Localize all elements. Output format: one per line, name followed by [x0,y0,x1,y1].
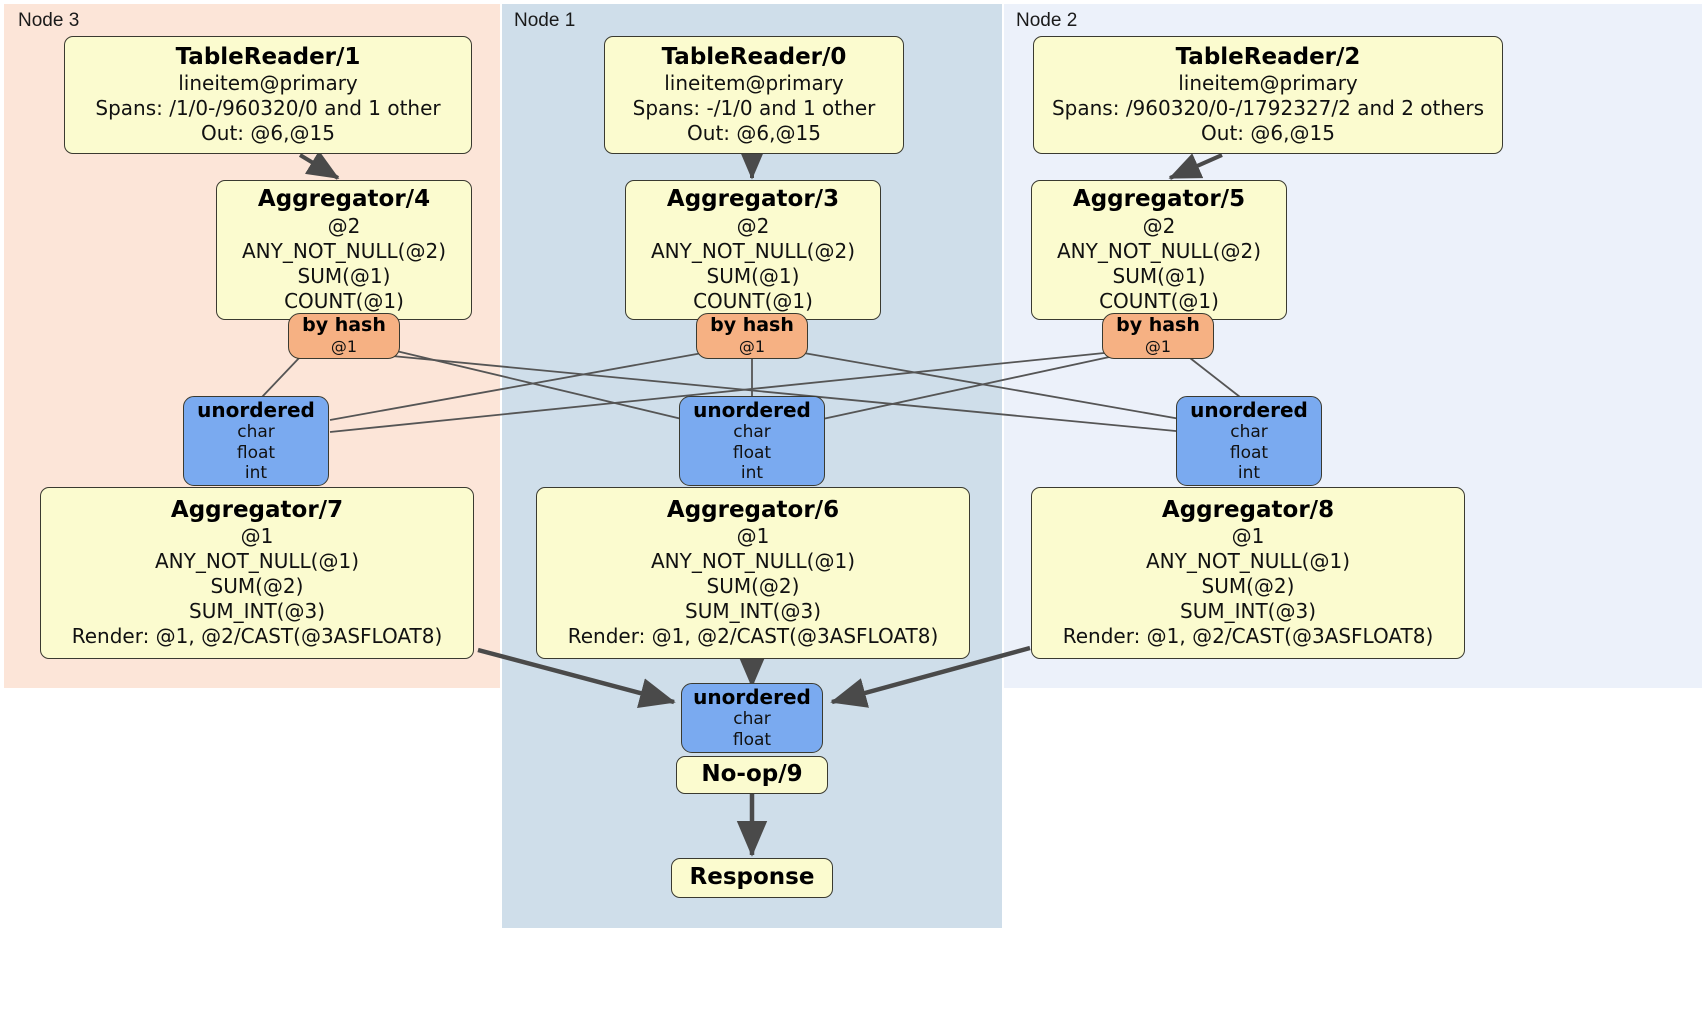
processor-detail: @2 [736,213,770,238]
processor-title: No-op/9 [701,761,803,788]
processor-title: Aggregator/7 [170,496,344,523]
processor-detail: @1 [240,524,274,549]
synchronizer-type: float [732,442,772,463]
synchronizer-type: float [1229,442,1269,463]
processor-detail: SUM_INT(@3) [685,599,821,624]
processor-detail: ANY_NOT_NULL(@1) [651,549,855,574]
router-title: by hash [302,314,386,337]
processor-title: Response [689,864,815,891]
processor-detail: ANY_NOT_NULL(@1) [155,549,359,574]
router-detail: @1 [330,337,358,357]
synchronizer-unordered-final[interactable]: unordered char float [681,683,823,753]
processor-detail: ANY_NOT_NULL(@2) [1057,238,1261,263]
processor-noop-9[interactable]: No-op/9 [676,756,828,794]
processor-detail: @2 [1142,213,1176,238]
processor-detail: SUM(@2) [1201,574,1295,599]
processor-detail: ANY_NOT_NULL(@2) [651,238,855,263]
processor-title: TableReader/2 [1175,43,1361,70]
synchronizer-title: unordered [1190,397,1308,422]
synchronizer-title: unordered [693,397,811,422]
processor-title: Aggregator/6 [666,496,840,523]
synchronizer-type: int [244,463,268,484]
processor-detail: SUM(@1) [297,263,391,288]
processor-title: Aggregator/4 [257,186,431,213]
processor-aggregator-4[interactable]: Aggregator/4 @2 ANY_NOT_NULL(@2) SUM(@1)… [216,180,472,320]
router-detail: @1 [738,337,766,357]
processor-render: Render: @1, @2/CAST(@3ASFLOAT8) [1062,624,1434,649]
synchronizer-unordered-aggregator-6[interactable]: unordered char float int [679,396,825,486]
processor-detail: SUM(@1) [706,263,800,288]
synchronizer-type: char [733,421,771,442]
router-by-hash-aggregator-3[interactable]: by hash @1 [696,313,808,359]
synchronizer-type: int [740,463,764,484]
router-title: by hash [710,314,794,337]
processor-detail: lineitem@primary [178,71,358,96]
node-label-node1: Node 1 [514,10,576,31]
processor-detail: ANY_NOT_NULL(@2) [242,238,446,263]
router-detail: @1 [1144,337,1172,357]
processor-detail: @1 [736,524,770,549]
processor-detail: SUM(@1) [1112,263,1206,288]
processor-table-reader-1[interactable]: TableReader/1 lineitem@primary Spans: /1… [64,36,472,154]
processor-aggregator-7[interactable]: Aggregator/7 @1 ANY_NOT_NULL(@1) SUM(@2)… [40,487,474,659]
processor-title: Aggregator/5 [1072,186,1246,213]
processor-aggregator-8[interactable]: Aggregator/8 @1 ANY_NOT_NULL(@1) SUM(@2)… [1031,487,1465,659]
synchronizer-title: unordered [197,397,315,422]
synchronizer-type: char [1230,421,1268,442]
processor-detail: Spans: -/1/0 and 1 other [632,96,876,121]
synchronizer-unordered-aggregator-7[interactable]: unordered char float int [183,396,329,486]
synchronizer-type: float [236,442,276,463]
router-by-hash-aggregator-4[interactable]: by hash @1 [288,313,400,359]
processor-detail: Out: @6,@15 [687,121,821,146]
router-title: by hash [1116,314,1200,337]
processor-detail: @1 [1231,524,1265,549]
processor-render: Render: @1, @2/CAST(@3ASFLOAT8) [567,624,939,649]
processor-detail: SUM_INT(@3) [189,599,325,624]
processor-render: Render: @1, @2/CAST(@3ASFLOAT8) [71,624,443,649]
processor-detail: Spans: /1/0-/960320/0 and 1 other [95,96,441,121]
processor-detail: lineitem@primary [1178,71,1358,96]
processor-detail: SUM(@2) [706,574,800,599]
processor-title: Aggregator/3 [666,186,840,213]
node-label-node3: Node 3 [18,10,80,31]
processor-table-reader-0[interactable]: TableReader/0 lineitem@primary Spans: -/… [604,36,904,154]
processor-detail: Out: @6,@15 [201,121,335,146]
processor-detail: @2 [327,213,361,238]
processor-table-reader-2[interactable]: TableReader/2 lineitem@primary Spans: /9… [1033,36,1503,154]
processor-detail: COUNT(@1) [284,288,404,313]
processor-response[interactable]: Response [671,858,833,898]
processor-title: TableReader/0 [661,43,847,70]
processor-detail: SUM_INT(@3) [1180,599,1316,624]
processor-title: TableReader/1 [175,43,361,70]
processor-detail: COUNT(@1) [1099,288,1219,313]
processor-aggregator-6[interactable]: Aggregator/6 @1 ANY_NOT_NULL(@1) SUM(@2)… [536,487,970,659]
synchronizer-type: char [733,709,771,730]
processor-detail: SUM(@2) [210,574,304,599]
processor-detail: lineitem@primary [664,71,844,96]
synchronizer-title: unordered [693,685,811,710]
node-label-node2: Node 2 [1016,10,1078,31]
processor-title: Aggregator/8 [1161,496,1335,523]
processor-detail: Out: @6,@15 [1201,121,1335,146]
synchronizer-type: int [1237,463,1261,484]
processor-detail: ANY_NOT_NULL(@1) [1146,549,1350,574]
processor-aggregator-5[interactable]: Aggregator/5 @2 ANY_NOT_NULL(@2) SUM(@1)… [1031,180,1287,320]
synchronizer-type: float [732,730,772,750]
processor-detail: COUNT(@1) [693,288,813,313]
processor-detail: Spans: /960320/0-/1792327/2 and 2 others [1051,96,1484,121]
router-by-hash-aggregator-5[interactable]: by hash @1 [1102,313,1214,359]
synchronizer-unordered-aggregator-8[interactable]: unordered char float int [1176,396,1322,486]
processor-aggregator-3[interactable]: Aggregator/3 @2 ANY_NOT_NULL(@2) SUM(@1)… [625,180,881,320]
synchronizer-type: char [237,421,275,442]
